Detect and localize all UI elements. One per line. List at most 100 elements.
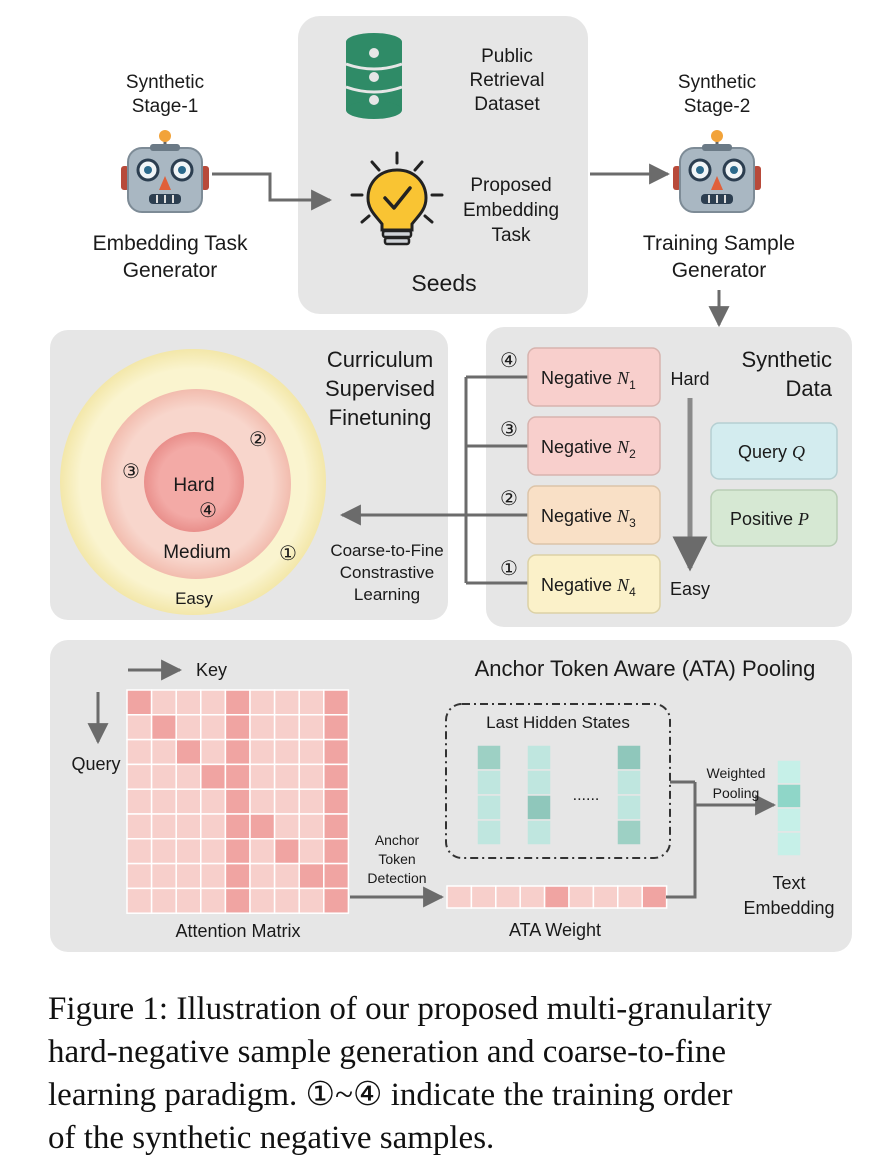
seed-task-line3: Task	[491, 225, 531, 246]
grid-cell	[476, 819, 502, 846]
grid-cell	[273, 887, 300, 914]
curriculum-title-line1: Curriculum	[327, 347, 433, 372]
grid-cell	[298, 689, 325, 716]
grid-cell	[200, 763, 227, 790]
grid-cell	[298, 887, 325, 914]
ring-easy-marker: ①	[279, 543, 297, 565]
anchor-detection-line2: Token	[378, 851, 415, 867]
grid-cell	[476, 769, 502, 796]
seed-db-line2: Retrieval	[470, 70, 545, 91]
coarse-to-fine-line2: Constrastive	[340, 563, 434, 582]
stage1-gen-line1: Embedding Task	[93, 232, 248, 255]
grid-cell	[273, 788, 300, 815]
grid-cell	[776, 783, 802, 809]
grid-cell	[126, 689, 153, 716]
caption-line: learning paradigm. ①~④ indicate the trai…	[48, 1077, 733, 1113]
grid-cell	[150, 862, 177, 890]
grid-cell	[568, 885, 595, 909]
grid-cell	[273, 813, 300, 840]
anchor-detection-line3: Detection	[367, 870, 426, 886]
seeds-title: Seeds	[411, 270, 476, 296]
stage1-line2: Stage-1	[132, 96, 199, 117]
synthetic-data-title-line1: Synthetic	[742, 347, 833, 372]
grid-cell	[200, 813, 227, 840]
grid-cell	[175, 714, 202, 741]
grid-cell	[495, 885, 521, 909]
grid-cell	[249, 763, 276, 790]
grid-cell	[224, 788, 251, 815]
figure-caption: Figure 1: Illustration of our proposed m…	[48, 988, 856, 1160]
grid-cell	[249, 738, 276, 766]
grid-cell	[273, 862, 300, 890]
grid-cell	[323, 738, 350, 766]
grid-cell	[298, 738, 325, 766]
weighted-pooling-line1: Weighted	[707, 765, 766, 781]
hard-label: Hard	[670, 369, 709, 389]
robot-icon	[121, 130, 209, 213]
grid-cell	[126, 738, 153, 766]
grid-cell	[476, 794, 502, 821]
grid-cell	[298, 862, 325, 890]
text-embedding-vector	[776, 759, 802, 857]
grid-cell	[200, 838, 227, 865]
grid-cell	[126, 714, 153, 741]
grid-cell	[224, 838, 251, 865]
hidden-state-vectors	[476, 744, 642, 846]
grid-cell	[298, 813, 325, 840]
negative-connectors	[339, 375, 528, 585]
weighted-pooling-line2: Pooling	[713, 785, 760, 801]
grid-cell	[249, 813, 276, 840]
ring-medium-marker-2: ②	[249, 429, 267, 451]
grid-cell	[617, 885, 643, 909]
grid-cell	[175, 887, 202, 914]
grid-cell	[126, 887, 153, 914]
synthetic-data-title-line2: Data	[786, 376, 833, 401]
grid-cell	[224, 714, 251, 741]
grid-cell	[200, 887, 227, 914]
ring-medium-label: Medium	[163, 542, 231, 563]
stage2-line1: Synthetic	[678, 72, 756, 93]
grid-cell	[616, 819, 642, 846]
text-embedding-line1: Text	[772, 873, 805, 893]
grid-cell	[298, 714, 325, 741]
stage1-gen-line2: Generator	[123, 259, 218, 282]
stage1-line1: Synthetic	[126, 72, 204, 93]
hard-core	[144, 432, 244, 532]
grid-cell	[526, 744, 552, 771]
grid-cell	[150, 838, 177, 865]
anchor-detection-line1: Anchor	[375, 832, 420, 848]
negative-marker: ②	[500, 488, 518, 510]
grid-cell	[224, 689, 251, 716]
attention-matrix	[126, 689, 350, 914]
grid-cell	[273, 763, 300, 790]
grid-cell	[175, 813, 202, 840]
grid-cell	[526, 794, 552, 821]
grid-cell	[298, 788, 325, 815]
grid-cell	[200, 738, 227, 766]
grid-cell	[519, 885, 546, 909]
attention-matrix-label: Attention Matrix	[175, 921, 300, 941]
weight-to-pooling-line	[666, 782, 697, 899]
grid-cell	[150, 738, 177, 766]
query-axis-label: Query	[71, 754, 120, 774]
grid-cell	[776, 759, 802, 785]
grid-cell	[224, 887, 251, 914]
negative-marker: ③	[500, 419, 518, 441]
grid-cell	[200, 689, 227, 716]
caption-line: Figure 1: Illustration of our proposed m…	[48, 991, 773, 1027]
grid-cell	[224, 813, 251, 840]
grid-cell	[446, 885, 473, 909]
grid-cell	[126, 763, 153, 790]
grid-cell	[150, 788, 177, 815]
grid-cell	[616, 744, 642, 771]
stage2-gen-line2: Generator	[672, 259, 767, 282]
robot-icon	[673, 130, 761, 213]
easy-label: Easy	[670, 579, 710, 599]
